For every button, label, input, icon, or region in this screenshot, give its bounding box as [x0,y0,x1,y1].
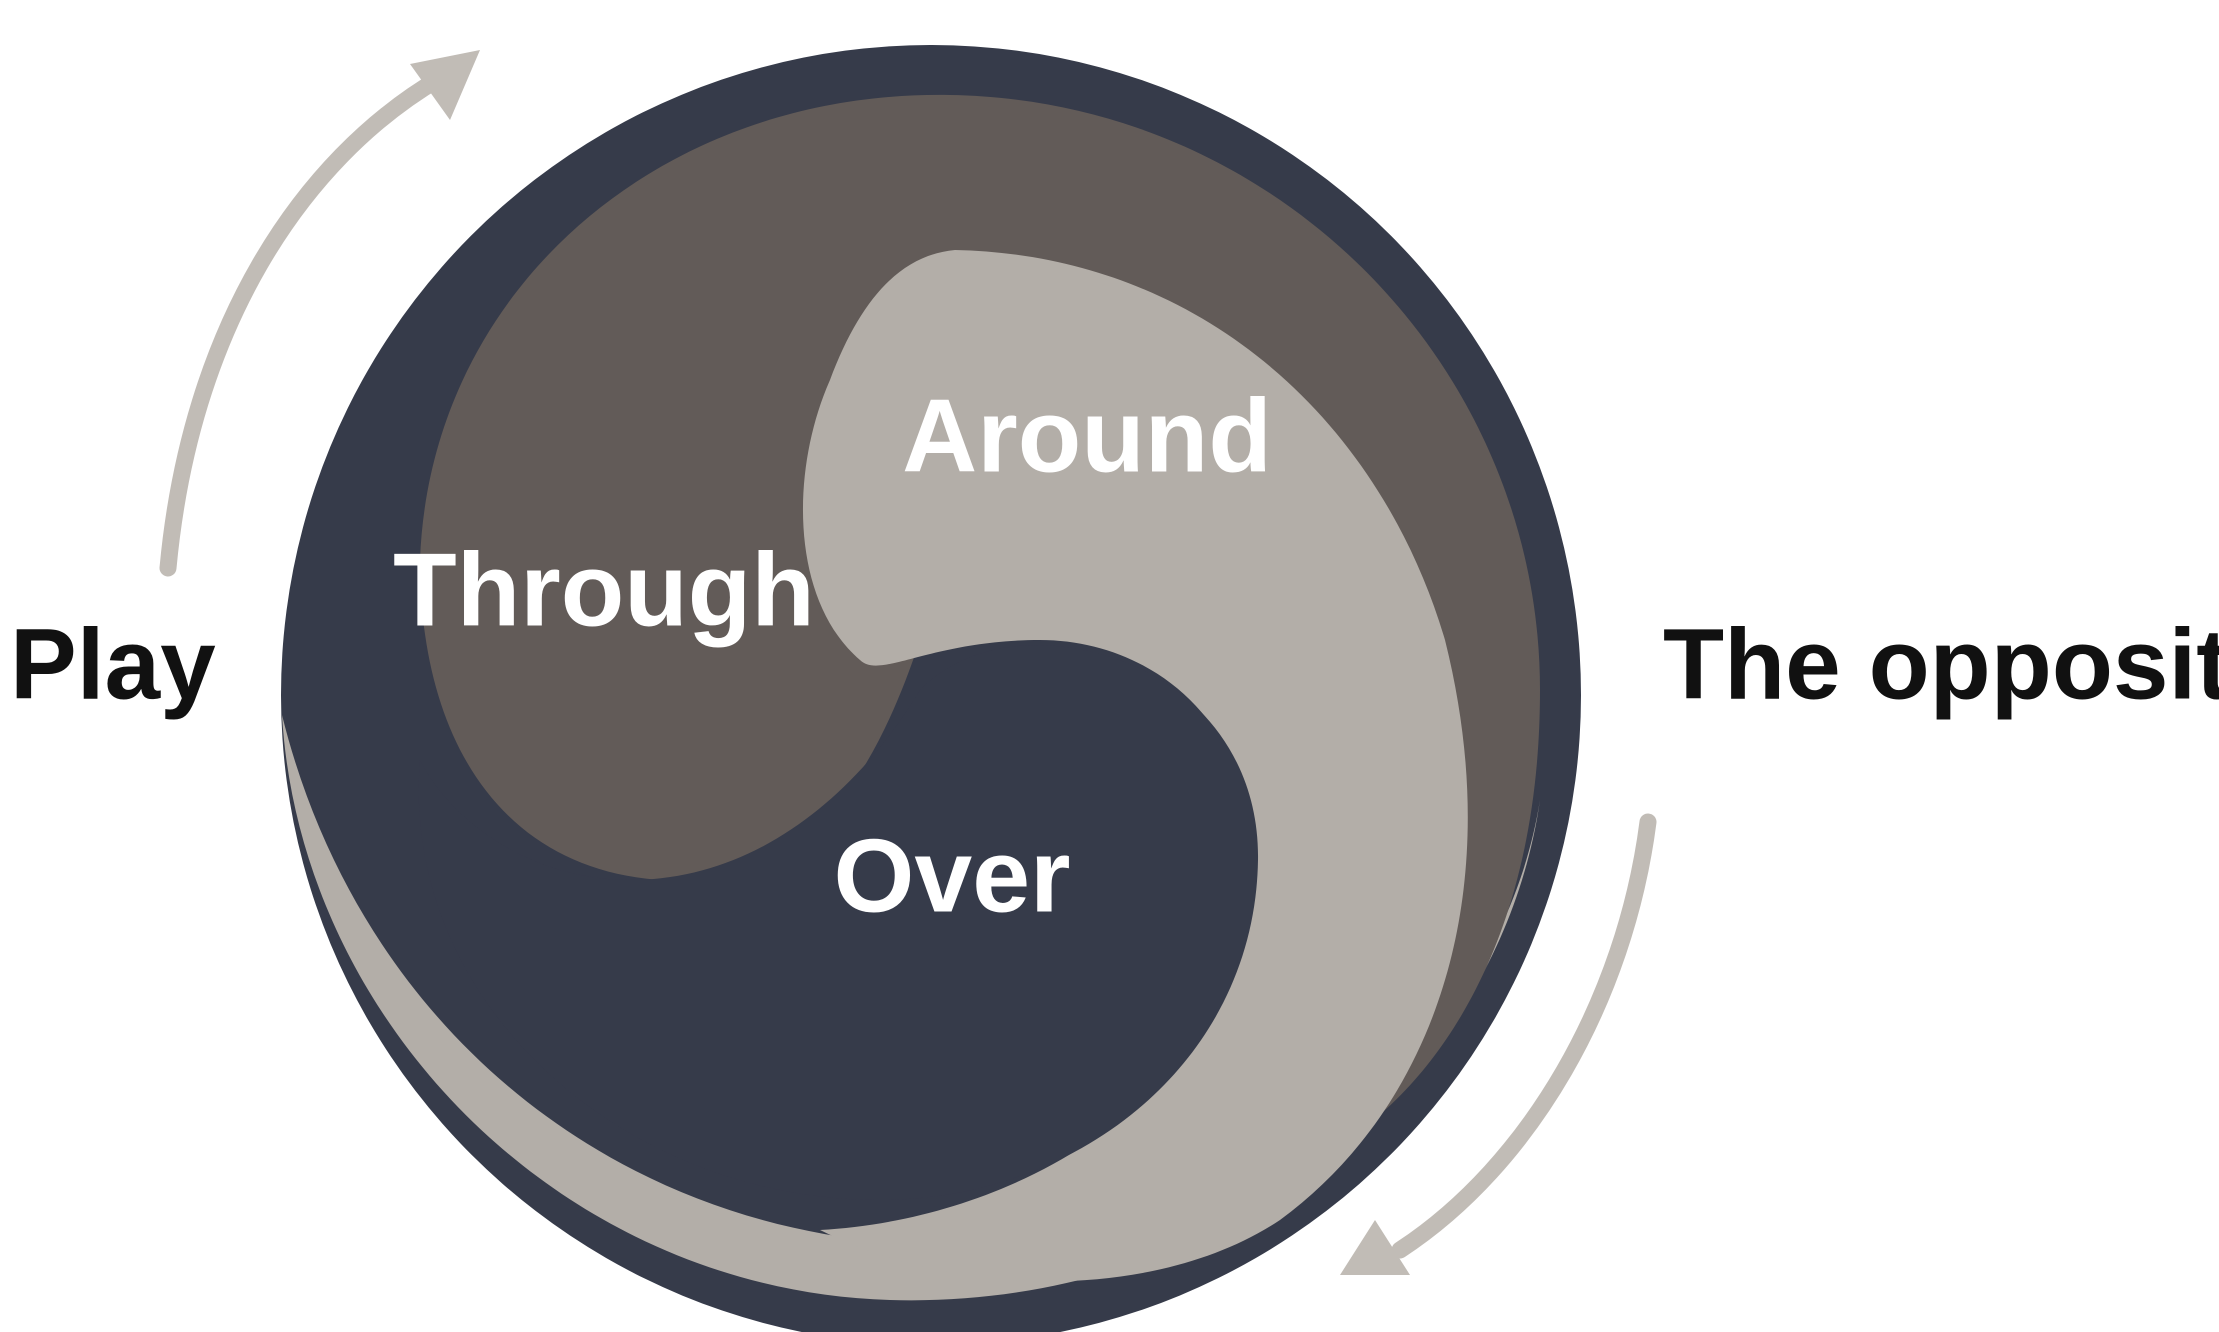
label-over: Over [833,818,1070,934]
segment-around [802,250,1468,1282]
label-around: Around [902,378,1272,494]
arrow-right-shaft [1391,813,1657,1259]
arrow-left-head [410,50,480,120]
arrow-right-head [1340,1220,1410,1275]
arrow-down-left-icon [1340,813,1657,1275]
arrow-left-shaft [159,69,449,577]
segment-over [418,645,1259,1200]
label-play: Play [10,608,216,720]
label-the-opposition: The opposition [1663,608,2219,720]
label-through: Through [393,532,815,648]
arrow-up-right-icon [159,50,480,577]
outer-light-crescent [282,715,1540,1301]
